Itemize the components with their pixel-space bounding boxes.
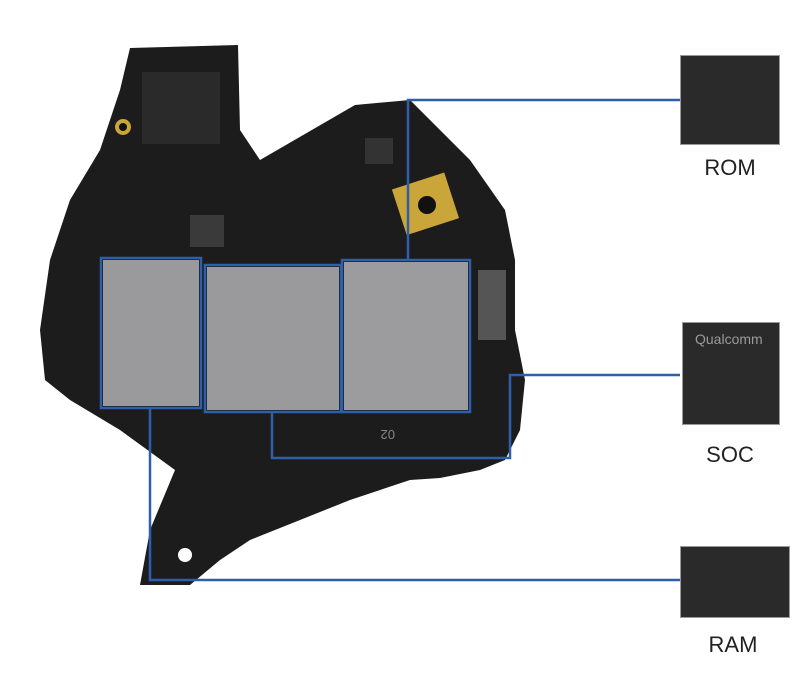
ram-shield [103,260,199,406]
mounting-hole [418,196,436,214]
soc-chip-brand: Qualcomm [695,331,763,347]
soc-shield [207,267,339,410]
rom-highlight-box [340,258,472,414]
board-ic [365,138,393,164]
board-marking: 02 [381,427,395,442]
soc-chip-photo: Qualcomm [682,322,780,425]
connector [478,270,506,340]
rom-callout-line [406,98,680,260]
ram-chip-photo [680,546,790,618]
ram-label: RAM [708,632,758,657]
rom-shield [344,262,468,410]
ram-callout-line [148,408,680,582]
rom-label: ROM [704,155,756,180]
soc-callout-line [270,373,680,460]
board-ic [190,215,224,247]
rom-chip-photo [680,55,780,145]
mounting-hole [178,548,192,562]
soc-label: SOC [706,442,754,467]
board-ic [142,72,220,144]
